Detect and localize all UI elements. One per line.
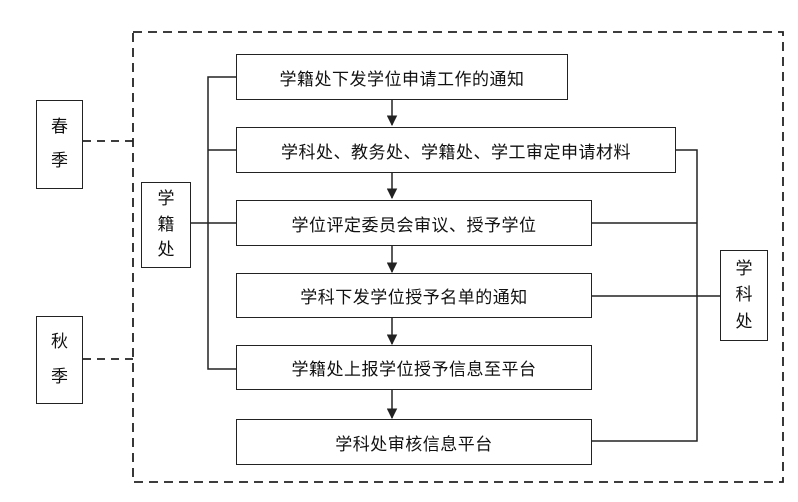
autumn-char-1: 秋: [51, 332, 68, 353]
spring-box: 春 季: [36, 100, 83, 189]
step-2-label: 学科处、教务处、学籍处、学工审定申请材料: [281, 142, 631, 163]
right-office-box: 学 科 处: [720, 250, 768, 341]
right-office-char-3: 处: [735, 311, 753, 332]
autumn-char-2: 季: [51, 366, 68, 387]
step-5-label: 学籍处上报学位授予信息至平台: [291, 360, 537, 380]
step-4-label: 学科下发学位授予名单的通知: [300, 288, 528, 308]
right-office-char-1: 学: [735, 258, 753, 279]
autumn-box: 秋 季: [36, 316, 83, 404]
step-1-label: 学籍处下发学位申请工作的通知: [279, 69, 525, 90]
step-1-box: 学籍处下发学位申请工作的通知: [236, 54, 568, 100]
left-office-char-2: 籍: [157, 214, 175, 235]
step-5-box: 学籍处上报学位授予信息至平台: [236, 345, 592, 390]
step-6-label: 学科处审核信息平台: [335, 434, 493, 455]
step-2-box: 学科处、教务处、学籍处、学工审定申请材料: [236, 127, 676, 173]
spring-char-1: 春: [51, 116, 68, 137]
step-4-box: 学科下发学位授予名单的通知: [236, 273, 592, 318]
step-3-label: 学位评定委员会审议、授予学位: [291, 215, 537, 236]
step-3-box: 学位评定委员会审议、授予学位: [236, 200, 592, 246]
right-office-char-2: 科: [735, 285, 753, 305]
left-office-char-3: 处: [157, 239, 175, 260]
step-6-box: 学科处审核信息平台: [236, 419, 592, 465]
left-office-char-1: 学: [157, 189, 175, 210]
left-office-box: 学 籍 处: [141, 182, 191, 268]
spring-char-2: 季: [51, 151, 68, 172]
dashed-frame: [132, 31, 784, 483]
